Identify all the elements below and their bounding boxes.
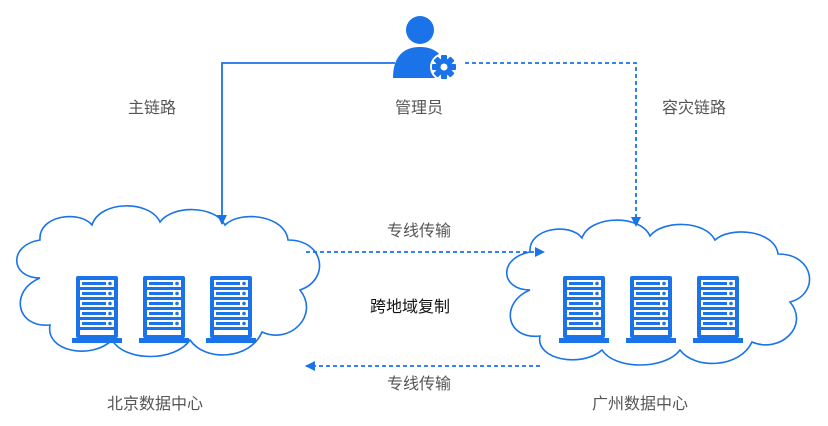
disaster-link-line xyxy=(465,62,641,227)
beijing-server-2-icon xyxy=(139,276,189,343)
beijing-server-1-icon xyxy=(72,276,122,343)
replication-label: 跨地域复制 xyxy=(370,297,451,316)
primary-link-label: 主链路 xyxy=(128,98,177,117)
beijing-server-3-icon xyxy=(206,276,256,343)
guangzhou-server-2-icon xyxy=(626,276,676,343)
primary-link-line xyxy=(217,62,395,225)
beijing-datacenter-label: 北京数据中心 xyxy=(107,394,204,413)
guangzhou-datacenter-label: 广州数据中心 xyxy=(592,394,689,413)
admin-user-gear-icon xyxy=(393,16,458,81)
transfer-to-beijing-label: 专线传输 xyxy=(387,374,452,393)
admin-label: 管理员 xyxy=(395,98,444,117)
transfer-to-guangzhou-label: 专线传输 xyxy=(387,221,452,240)
disaster-link-label: 容灾链路 xyxy=(662,98,727,117)
guangzhou-server-1-icon xyxy=(559,276,609,343)
guangzhou-server-3-icon xyxy=(693,276,743,343)
